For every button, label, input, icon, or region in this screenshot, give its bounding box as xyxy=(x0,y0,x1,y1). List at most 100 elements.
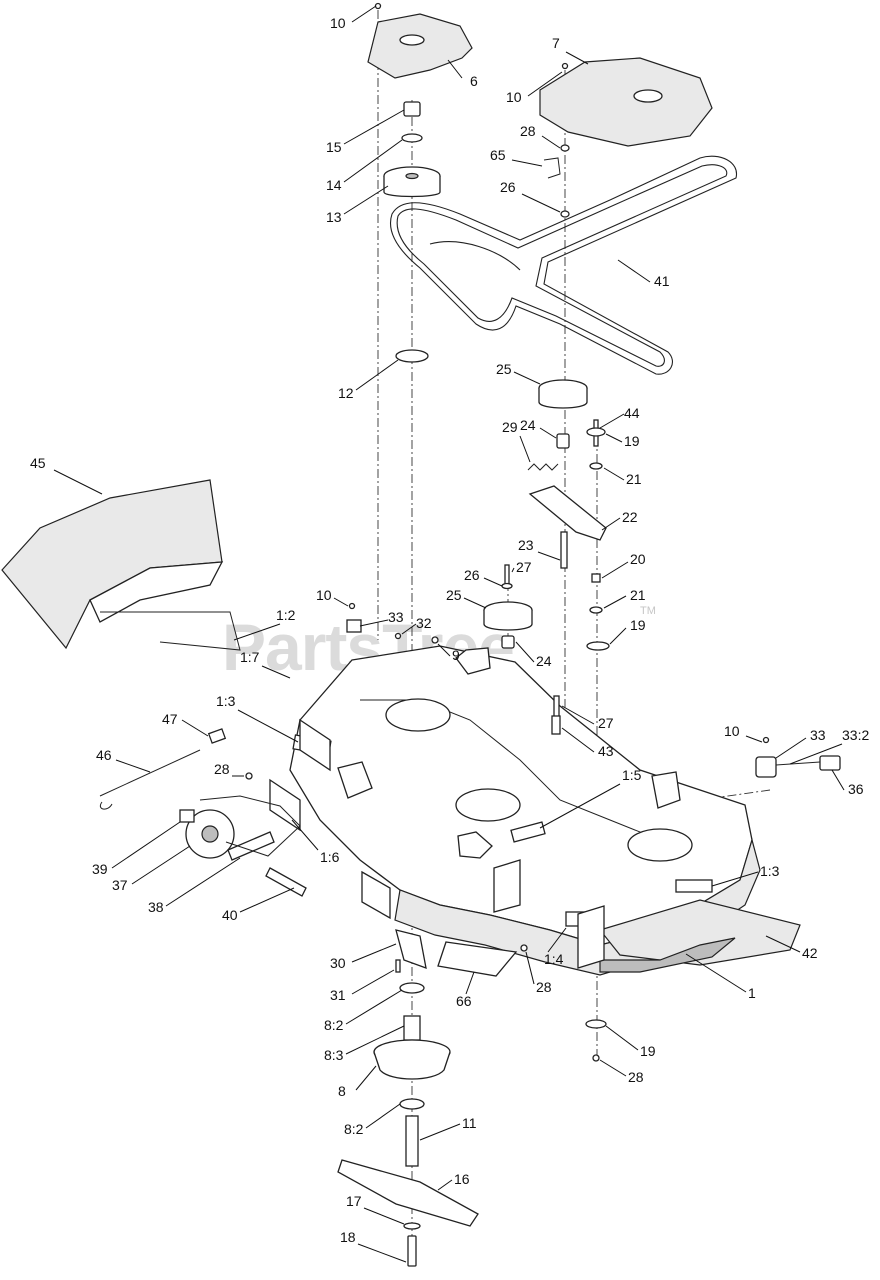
callout-leader-line xyxy=(351,5,377,23)
callout-45: 45 xyxy=(30,455,103,495)
callout-label: 7 xyxy=(552,35,560,51)
callout-label: 38 xyxy=(148,899,164,915)
callout-21a: 21 xyxy=(603,467,642,487)
callout-28c: 28 xyxy=(525,951,552,995)
hanger-front-center xyxy=(493,859,521,913)
bolt-18 xyxy=(407,1235,417,1267)
callout-label: 24 xyxy=(520,417,536,433)
hanger-1-6 xyxy=(269,778,301,832)
callout-8-2a: 8:2 xyxy=(324,989,403,1033)
callout-65: 65 xyxy=(490,147,543,167)
callout-label: 40 xyxy=(222,907,238,923)
callout-label: 10 xyxy=(316,587,332,603)
axle-38 xyxy=(227,831,275,861)
callout-28a: 28 xyxy=(520,123,561,149)
mower-deck-1 xyxy=(289,645,801,976)
spring-29 xyxy=(527,463,559,471)
callout-10a: 10 xyxy=(330,5,377,31)
idler-assembly xyxy=(527,62,610,651)
chute-body xyxy=(1,479,223,650)
callout-leader-line xyxy=(539,783,621,829)
spring-clip-47 xyxy=(207,728,227,744)
callout-leader-line xyxy=(131,845,191,885)
callout-leader-line xyxy=(261,665,291,679)
callout-39: 39 xyxy=(92,821,181,877)
callout-label: 27 xyxy=(598,715,614,731)
callout-leader-line xyxy=(513,371,541,385)
callout-leader-line xyxy=(345,989,403,1025)
callout-14: 14 xyxy=(326,139,403,193)
callout-30: 30 xyxy=(330,943,397,971)
callout-label: 1:4 xyxy=(544,951,564,967)
callout-leader-line xyxy=(603,467,625,481)
callout-label: 19 xyxy=(630,617,646,633)
callout-label: 28 xyxy=(214,761,230,777)
callout-leader-line xyxy=(519,435,531,463)
pulley-13-hub xyxy=(405,172,419,180)
callout-label: 1:6 xyxy=(320,849,340,865)
callout-1-6: 1:6 xyxy=(291,819,340,865)
discharge-chute-45 xyxy=(1,479,241,651)
idler-arm-22 xyxy=(528,485,607,541)
belt-outer xyxy=(390,155,737,375)
callout-44: 44 xyxy=(599,405,640,429)
callout-label: 19 xyxy=(640,1043,656,1059)
callout-label: 13 xyxy=(326,209,342,225)
callout-leader-line xyxy=(355,359,399,391)
switch-33 xyxy=(755,756,777,778)
callout-15: 15 xyxy=(326,109,405,155)
pulley-25b-rim xyxy=(483,610,533,631)
hanger-upper xyxy=(299,718,331,772)
callout-label: 41 xyxy=(654,273,670,289)
callout-6: 6 xyxy=(447,59,478,89)
rod-46 xyxy=(99,749,201,797)
callout-leader-line xyxy=(419,1123,461,1141)
callout-leader-line xyxy=(565,51,589,65)
callout-leader-line xyxy=(685,953,747,993)
callout-31: 31 xyxy=(330,969,395,1003)
bracket-33a xyxy=(346,619,362,633)
callout-leader-line xyxy=(511,159,543,167)
callout-16: 16 xyxy=(437,1171,470,1191)
bolt-40 xyxy=(265,867,307,897)
pin-23 xyxy=(560,531,568,569)
callout-leader-line xyxy=(463,597,487,609)
callout-1-2: 1:2 xyxy=(233,607,296,641)
callout-label: 8:3 xyxy=(324,1047,344,1063)
callout-25b: 25 xyxy=(446,587,487,609)
bolt-9 xyxy=(431,636,439,644)
callout-leader-line xyxy=(775,737,807,759)
callout-leader-line xyxy=(359,619,389,627)
callout-label: 32 xyxy=(416,615,432,631)
callout-label: 30 xyxy=(330,955,346,971)
callout-label: 26 xyxy=(464,567,480,583)
callout-leader-line xyxy=(605,433,623,443)
callout-label: 39 xyxy=(92,861,108,877)
callout-leader-line xyxy=(539,427,557,439)
callout-label: 44 xyxy=(624,405,640,421)
callout-label: 33:2 xyxy=(842,727,869,743)
callout-38: 38 xyxy=(148,857,241,915)
callout-18: 18 xyxy=(340,1229,407,1263)
callout-label: 8:2 xyxy=(324,1017,344,1033)
wheel-bracket-outline xyxy=(199,795,301,857)
washer-19c xyxy=(585,1019,607,1029)
callout-label: 28 xyxy=(520,123,536,139)
callout-label: 45 xyxy=(30,455,46,471)
spacer-26b xyxy=(501,582,513,590)
callout-label: 22 xyxy=(622,509,638,525)
callout-8-3: 8:3 xyxy=(324,1025,405,1063)
callout-17: 17 xyxy=(346,1193,405,1225)
deck-spindle-hole-left xyxy=(385,698,451,732)
callout-label: 9 xyxy=(452,647,460,663)
spacer-20 xyxy=(591,573,601,583)
callout-label: 1:5 xyxy=(622,767,642,783)
callout-23: 23 xyxy=(518,537,561,561)
callout-1-5: 1:5 xyxy=(539,767,642,829)
spacer-8-3 xyxy=(403,1015,421,1041)
callout-label: 1:7 xyxy=(240,649,260,665)
callout-leader-line xyxy=(447,59,463,79)
callout-label: 29 xyxy=(502,419,518,435)
